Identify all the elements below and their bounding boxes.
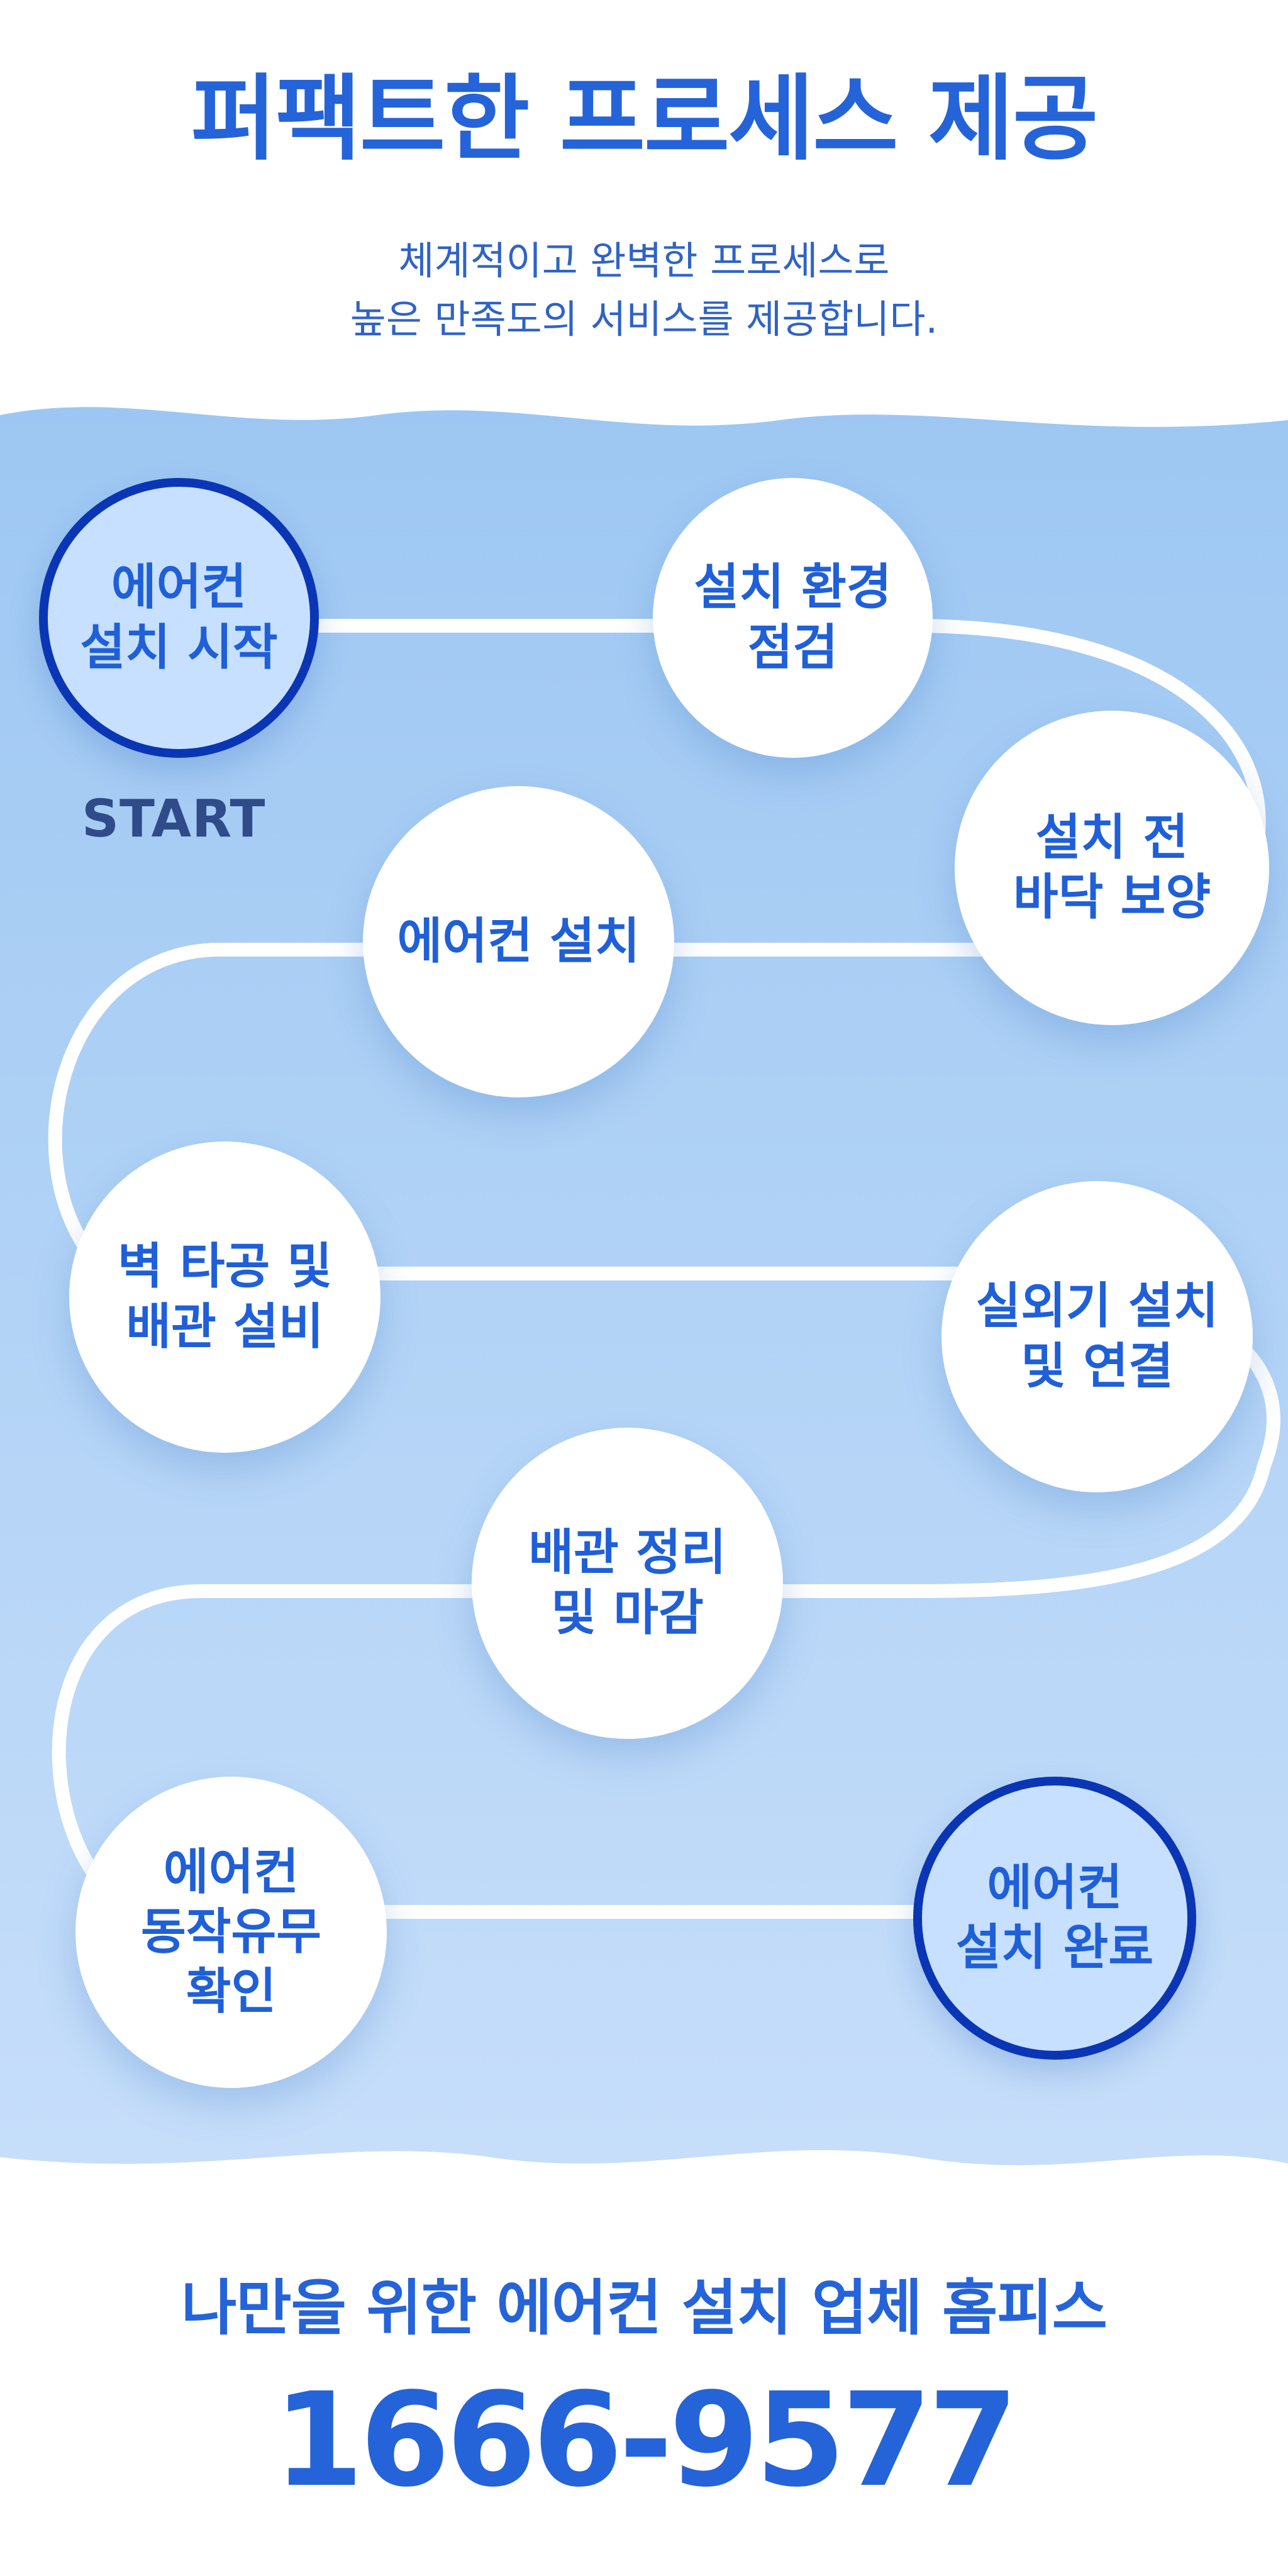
step-node-6: 실외기 설치 및 연결 [941,1181,1253,1492]
step-node-8: 에어컨 동작유무 확인 [75,1777,387,2088]
step-label: 에어컨 설치 완료 [955,1859,1154,1976]
page-subtitle: 체계적이고 완벽한 프로세스로 높은 만족도의 서비스를 제공합니다. [350,238,938,342]
step-node-5: 벽 타공 및 배관 설비 [69,1141,380,1453]
footer-tagline: 나만을 위한 에어컨 설치 업체 홈피스 [181,2273,1108,2343]
step-node-9: 에어컨 설치 완료 [913,1777,1196,2060]
step-node-3: 설치 전 바닥 보양 [955,711,1269,1025]
step-node-2: 설치 환경 점검 [653,478,933,758]
start-label: START [82,789,266,849]
step-label: 설치 전 바닥 보양 [1013,809,1211,926]
step-node-4: 에어컨 설치 [363,786,674,1097]
step-label: 실외기 설치 및 연결 [975,1278,1219,1395]
step-node-1: 에어컨 설치 시작 [39,478,319,758]
step-label: 에어컨 동작유무 확인 [140,1843,322,2021]
phone-number: 1666-9577 [273,2365,1018,2516]
step-label: 에어컨 설치 [397,913,640,970]
step-label: 배관 정리 및 마감 [528,1524,726,1641]
page-title: 퍼팩트한 프로세스 제공 [191,65,1099,173]
step-label: 벽 타공 및 배관 설비 [117,1238,333,1355]
step-label: 에어컨 설치 시작 [80,559,278,676]
step-label: 설치 환경 점검 [694,559,892,676]
footer: 나만을 위한 에어컨 설치 업체 홈피스 1666-9577 [0,2189,1288,2576]
step-node-7: 배관 정리 및 마감 [472,1428,783,1739]
header: 퍼팩트한 프로세스 제공 체계적이고 완벽한 프로세스로 높은 만족도의 서비스… [0,0,1288,402]
